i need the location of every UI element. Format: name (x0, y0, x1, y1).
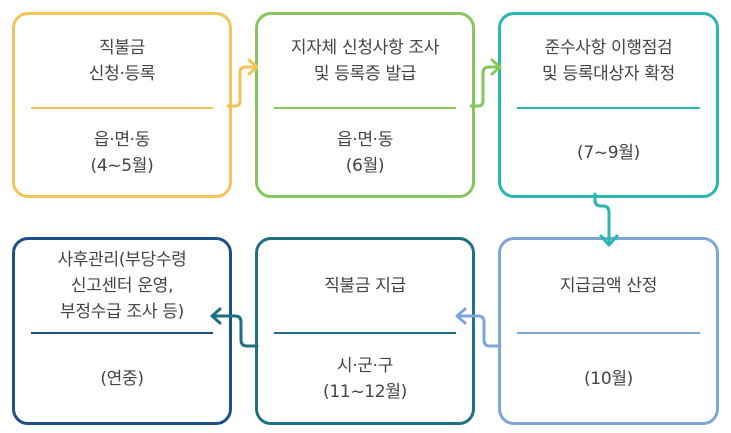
step-6-divider (31, 332, 213, 334)
step-6-title-line-3: 부정수급 조사 등) (60, 302, 184, 322)
step-box-2: 지자체 신청사항 조사 및 등록증 발급 읍·면·동 (6월) (255, 12, 475, 198)
step-4-title: 지급금액 산정 (501, 240, 716, 332)
step-2-title-line-1: 지자체 신청사항 조사 (290, 38, 440, 58)
step-box-4: 지급금액 산정 (10월) (498, 237, 719, 425)
step-3-detail: (7~9월) (501, 111, 716, 195)
step-1-detail-line-1: 읍·면·동 (93, 130, 151, 150)
step-5-detail-line-1: 시·군·구 (336, 356, 394, 376)
step-5-detail-line-2: (11~12월) (322, 382, 407, 402)
arrow-3-path (593, 192, 611, 246)
step-1-detail: 읍·면·동 (4~5월) (15, 111, 229, 195)
step-3-divider (517, 107, 700, 109)
arrow-1-path (226, 65, 258, 108)
step-5-title-line-1: 직불금 지급 (324, 276, 406, 296)
step-3-title: 준수사항 이행점검 및 등록대상자 확정 (501, 15, 716, 107)
arrow-3-head (599, 234, 619, 247)
step-1-title-line-1: 직불금 (98, 38, 146, 58)
step-2-detail-line-2: (6월) (345, 156, 385, 176)
step-3-title-line-2: 및 등록대상자 확정 (542, 64, 675, 84)
step-4-divider (517, 332, 700, 334)
arrow-step2-to-step3 (469, 58, 502, 108)
step-1-detail-line-2: (4~5월) (90, 156, 154, 176)
step-4-detail: (10월) (501, 336, 716, 422)
step-2-title-line-2: 및 등록증 발급 (313, 64, 417, 84)
step-5-detail: 시·군·구 (11~12월) (258, 336, 472, 422)
arrow-step5-to-step6 (210, 307, 259, 348)
step-1-title-line-2: 신청·등록 (88, 64, 156, 84)
step-6-detail-line-1: (연중) (100, 369, 144, 389)
arrow-step1-to-step2 (226, 58, 259, 108)
step-1-divider (31, 107, 213, 109)
step-5-divider (274, 332, 456, 334)
step-6-title-line-1: 사후관리(부당수령 (57, 250, 187, 270)
step-box-3: 준수사항 이행점검 및 등록대상자 확정 (7~9월) (498, 12, 719, 198)
step-3-title-line-1: 준수사항 이행점검 (544, 38, 673, 58)
step-box-6: 사후관리(부당수령 신고센터 운영, 부정수급 조사 등) (연중) (12, 237, 232, 425)
step-4-title-line-1: 지급금액 산정 (559, 276, 658, 296)
arrow-step4-to-step5 (455, 307, 502, 348)
arrow-5-path (211, 314, 259, 348)
step-2-detail: 읍·면·동 (6월) (258, 111, 472, 195)
step-1-title: 직불금 신청·등록 (15, 15, 229, 107)
step-3-detail-line-1: (7~9월) (577, 143, 640, 163)
step-5-title: 직불금 지급 (258, 240, 472, 332)
step-6-title-line-2: 신고센터 운영, (70, 276, 174, 296)
arrow-2-path (469, 65, 501, 108)
step-2-detail-line-1: 읍·면·동 (336, 130, 394, 150)
arrow-step3-to-step4 (593, 192, 619, 247)
arrow-5-head (210, 307, 222, 325)
step-2-title: 지자체 신청사항 조사 및 등록증 발급 (258, 15, 472, 107)
step-box-1: 직불금 신청·등록 읍·면·동 (4~5월) (12, 12, 232, 198)
arrow-4-path (456, 314, 502, 348)
step-6-detail: (연중) (15, 336, 229, 422)
arrow-2-head (490, 58, 502, 76)
arrow-4-head (455, 307, 467, 325)
step-4-detail-line-1: (10월) (583, 369, 634, 389)
step-box-5: 직불금 지급 시·군·구 (11~12월) (255, 237, 475, 425)
arrow-1-head (247, 58, 259, 76)
step-2-divider (274, 107, 456, 109)
step-6-title: 사후관리(부당수령 신고센터 운영, 부정수급 조사 등) (15, 240, 229, 332)
